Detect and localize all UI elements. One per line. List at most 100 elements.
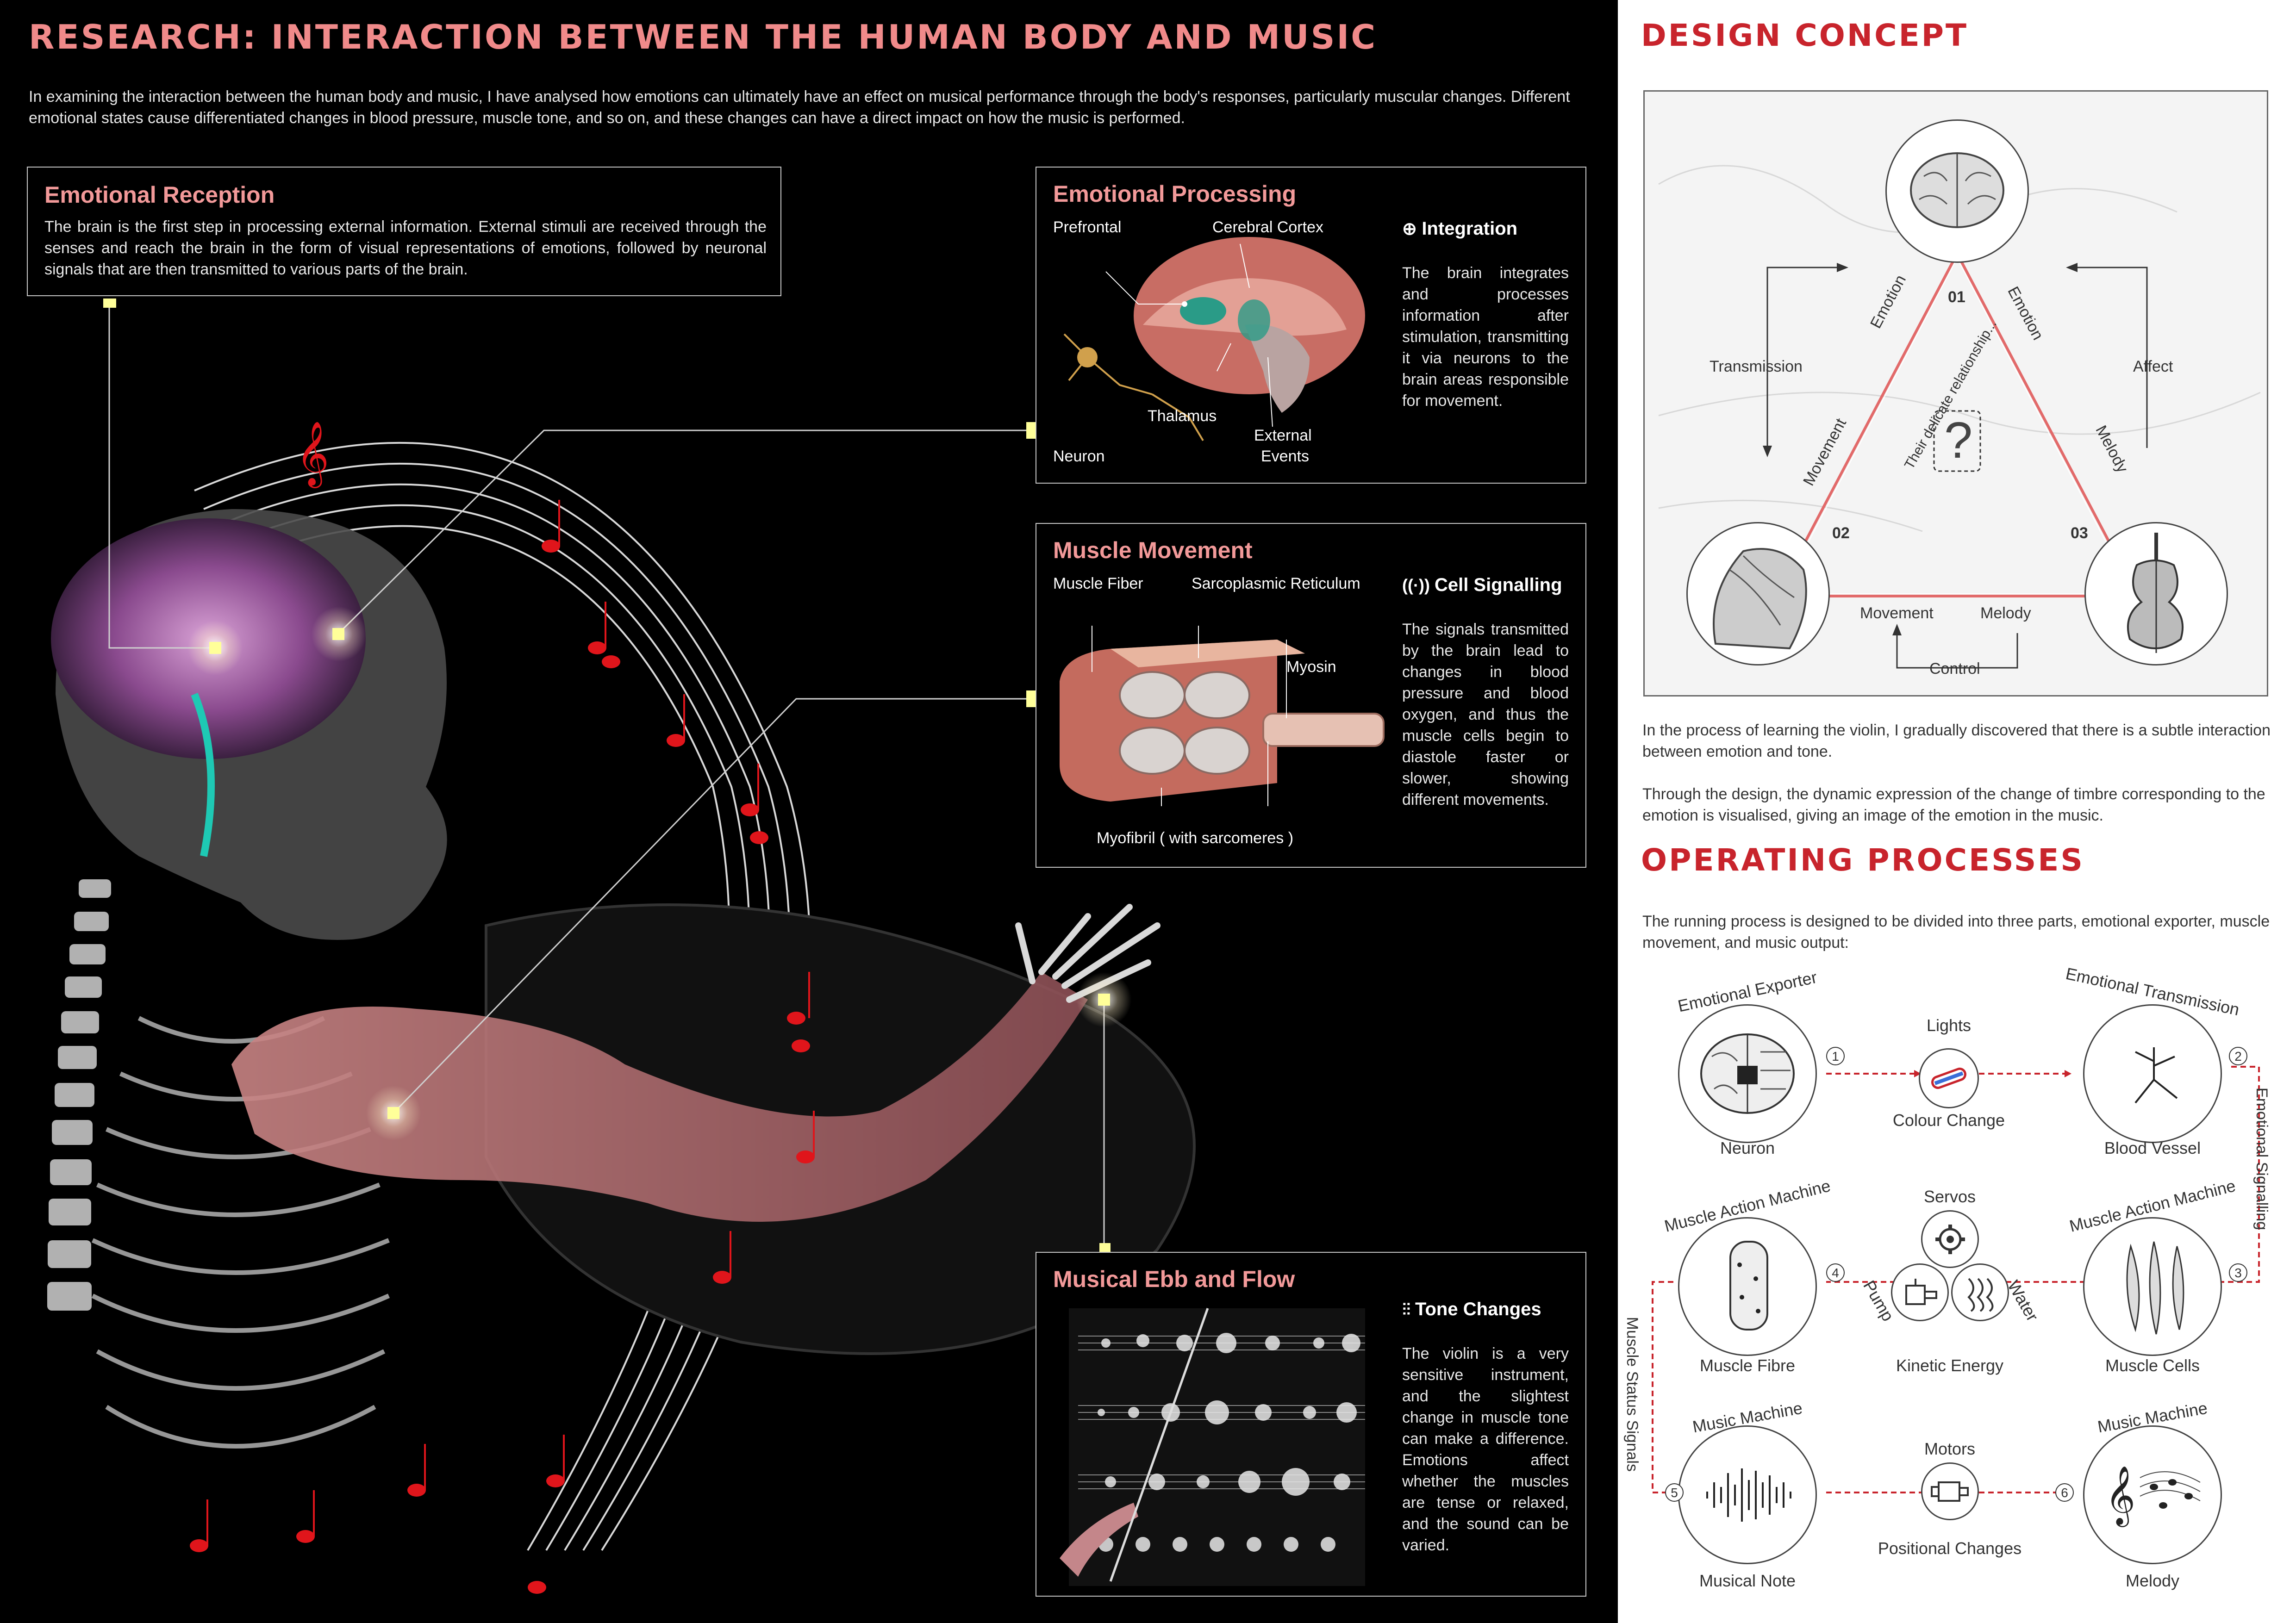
label-motors: Motors bbox=[1924, 1439, 1976, 1458]
step-6: 6 bbox=[2055, 1483, 2074, 1502]
signal-icon: ((·)) bbox=[1402, 576, 1435, 595]
label-thalamus: Thalamus bbox=[1148, 407, 1217, 425]
intro-text: In examining the interaction between the… bbox=[29, 88, 1570, 127]
tone-changes-heading: ⫶⫶ Tone Changes bbox=[1402, 1299, 1541, 1319]
side-affect: Affect bbox=[2133, 358, 2173, 375]
label-muscle-status-signals: Muscle Status Signals bbox=[1623, 1317, 1641, 1472]
marker-brain-left bbox=[209, 642, 221, 654]
muscle-fiber-diagram bbox=[1060, 626, 1385, 806]
label-emotional-signalling: Emotional Signalling bbox=[2253, 1088, 2271, 1231]
sheet-music-diagram bbox=[1060, 1308, 1365, 1586]
label-cortex: Cerebral Cortex bbox=[1212, 218, 1323, 236]
marker-processing bbox=[1026, 422, 1036, 439]
step-2: 2 bbox=[2229, 1047, 2247, 1065]
design-text-2: Through the design, the dynamic expressi… bbox=[1642, 785, 2265, 824]
label-melody: Melody bbox=[2125, 1571, 2180, 1590]
label-myofibril: Myofibril ( with sarcomeres ) bbox=[1097, 829, 1294, 847]
note-stems bbox=[206, 500, 815, 1546]
stage-melody-circle: 𝄞 bbox=[2083, 1425, 2222, 1564]
step-4: 4 bbox=[1826, 1263, 1845, 1282]
stage-muscle-fibre-circle bbox=[1678, 1217, 1817, 1356]
node-03: 03 bbox=[2071, 524, 2088, 542]
operating-text: The running process is designed to be di… bbox=[1642, 913, 2270, 951]
arm bbox=[231, 972, 1088, 1222]
human-violin-illustration: 𝄞 bbox=[47, 421, 1196, 1594]
label-neuron: Neuron bbox=[1053, 448, 1105, 465]
sliders-icon: ⫶⫶ bbox=[1402, 1300, 1416, 1319]
stage-musical-note-circle bbox=[1678, 1425, 1817, 1564]
musical-ebb-box: Musical Ebb and Flow ⫶⫶ Tone Changes The… bbox=[1036, 1252, 1586, 1597]
svg-text:𝄞: 𝄞 bbox=[2105, 1465, 2135, 1527]
design-text-1: In the process of learning the violin, I… bbox=[1642, 721, 2271, 760]
musical-text: The violin is a very sensitive instrumen… bbox=[1402, 1345, 1569, 1554]
connector-lines bbox=[108, 303, 1105, 1250]
emotional-reception-box: Emotional Reception The brain is the fir… bbox=[27, 167, 781, 296]
marker-reception-box bbox=[103, 298, 116, 308]
label-myosin: Myosin bbox=[1286, 658, 1336, 676]
side-control: Control bbox=[1929, 660, 1980, 678]
servos-node bbox=[1921, 1210, 1979, 1268]
treble-clef-icon: 𝄞 bbox=[296, 421, 329, 488]
stage-blood-vessel-circle bbox=[2083, 1004, 2222, 1143]
research-panel: RESEARCH: INTERACTION BETWEEN THE HUMAN … bbox=[0, 0, 1618, 1623]
marker-hand bbox=[1098, 994, 1110, 1006]
label-lights: Lights bbox=[1926, 1016, 1972, 1035]
muscle-text: The signals transmitted by the brain lea… bbox=[1402, 621, 1569, 808]
cell-signalling-heading: ((·)) Cell Signalling bbox=[1402, 575, 1562, 595]
edge-melody-bottom: Melody bbox=[1980, 604, 2031, 622]
integration-heading: ⊕ Integration bbox=[1402, 218, 1518, 239]
marker-musical bbox=[1099, 1243, 1111, 1252]
marker-brain-right bbox=[332, 628, 344, 640]
design-concept-diagram: 01 02 03 Emotion Movement Emotion Melody… bbox=[1643, 90, 2268, 696]
stage-muscle-cells-circle bbox=[2083, 1217, 2222, 1356]
step-3: 3 bbox=[2229, 1263, 2247, 1282]
label-neuron-stage: Neuron bbox=[1720, 1138, 1775, 1157]
processing-text: The brain integrates and processes infor… bbox=[1402, 264, 1569, 410]
water-node bbox=[1951, 1263, 2009, 1321]
emotional-processing-box: Emotional Processing Prefrontal Cerebral… bbox=[1036, 167, 1586, 484]
question-mark: ? bbox=[1944, 412, 1973, 469]
marker-muscle bbox=[1026, 690, 1036, 707]
muscle-title: Muscle Movement bbox=[1053, 537, 1253, 563]
stage-neuron-circle bbox=[1678, 1004, 1817, 1143]
brainstem-nerve bbox=[191, 693, 215, 857]
pump-node bbox=[1891, 1263, 1949, 1321]
musical-title: Musical Ebb and Flow bbox=[1053, 1266, 1295, 1292]
reception-title: Emotional Reception bbox=[44, 182, 275, 208]
brain-diagram bbox=[1063, 237, 1365, 442]
lights-node bbox=[1919, 1048, 1979, 1108]
concept-brain-circle bbox=[1885, 119, 2029, 263]
label-muscle-cells: Muscle Cells bbox=[2105, 1356, 2200, 1375]
integration-icon: ⊕ bbox=[1402, 219, 1422, 239]
step-5: 5 bbox=[1665, 1483, 1684, 1502]
label-muscle-fiber: Muscle Fiber bbox=[1053, 575, 1143, 592]
label-external: External bbox=[1254, 427, 1312, 444]
label-muscle-fibre: Muscle Fibre bbox=[1699, 1356, 1796, 1375]
operating-processes-title: OPERATING PROCESSES bbox=[1641, 842, 2084, 878]
label-musical-note: Musical Note bbox=[1699, 1571, 1796, 1590]
node-01: 01 bbox=[1948, 288, 1965, 306]
step-1: 1 bbox=[1826, 1047, 1845, 1065]
music-notes bbox=[190, 540, 815, 1594]
concept-muscle-circle bbox=[1686, 522, 1830, 665]
motors-node bbox=[1921, 1462, 1979, 1520]
spine bbox=[47, 879, 111, 1311]
label-colour-change: Colour Change bbox=[1892, 1111, 2005, 1130]
node-02: 02 bbox=[1832, 524, 1850, 542]
page-title: RESEARCH: INTERACTION BETWEEN THE HUMAN … bbox=[29, 18, 1378, 56]
concept-triangle bbox=[1658, 165, 2261, 669]
muscle-movement-box: Muscle Movement Muscle Fiber Sarcoplasmi… bbox=[1036, 523, 1586, 868]
reception-text: The brain is the first step in processin… bbox=[44, 218, 767, 278]
edge-movement-bottom: Movement bbox=[1860, 604, 1934, 622]
side-transmission: Transmission bbox=[1710, 358, 1803, 375]
marker-shoulder bbox=[387, 1107, 399, 1119]
label-positional-changes: Positional Changes bbox=[1878, 1539, 2022, 1558]
label-blood-vessel: Blood Vessel bbox=[2104, 1138, 2201, 1157]
label-sr: Sarcoplasmic Reticulum bbox=[1192, 575, 1360, 592]
label-events: Events bbox=[1261, 448, 1309, 465]
label-kinetic-energy: Kinetic Energy bbox=[1896, 1356, 2004, 1375]
processing-title: Emotional Processing bbox=[1053, 181, 1297, 207]
label-servos: Servos bbox=[1923, 1187, 1976, 1206]
concept-cello-circle bbox=[2084, 522, 2228, 665]
label-prefrontal: Prefrontal bbox=[1053, 218, 1122, 236]
